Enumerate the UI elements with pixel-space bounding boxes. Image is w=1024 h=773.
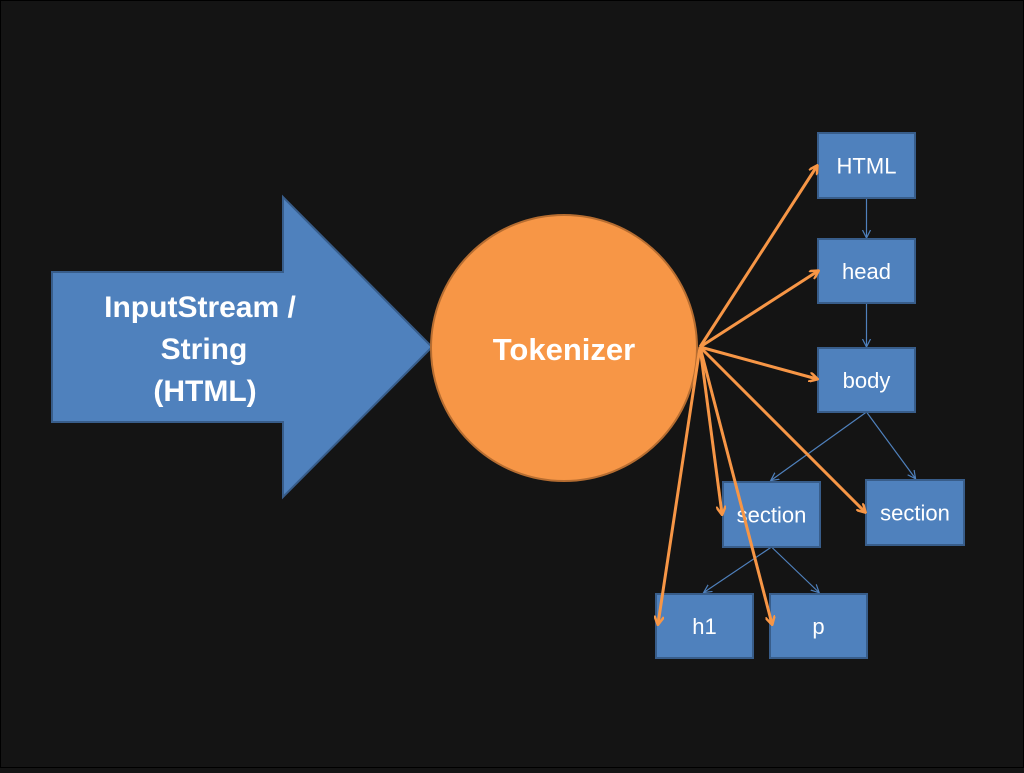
- node-box-h1: [655, 593, 754, 659]
- tokenizer-circle: [430, 214, 698, 482]
- token-arrows: [658, 166, 865, 624]
- node-body: body: [817, 347, 916, 413]
- node-box-html: [817, 132, 916, 199]
- input-arrow-line-3: (HTML): [153, 375, 256, 408]
- node-label-p: p: [812, 614, 824, 639]
- node-box-p: [769, 593, 868, 659]
- token-arrow-head: [699, 271, 818, 349]
- dom-tree-nodes: HTML head body section section h1 p: [655, 132, 965, 659]
- token-arrow-h1: [658, 346, 702, 624]
- input-arrow-shape: [51, 194, 434, 500]
- tree-edge-section1-h1: [705, 546, 772, 592]
- input-stream-arrow: InputStream / String (HTML): [51, 194, 434, 500]
- node-label-html: HTML: [837, 154, 897, 179]
- input-arrow-line-2: String: [161, 333, 248, 366]
- tree-edges: [705, 198, 916, 592]
- node-head: head: [817, 238, 916, 304]
- tree-edge-body-section1: [772, 411, 867, 480]
- input-arrow-line-1: InputStream /: [104, 291, 296, 324]
- token-arrow-body: [699, 345, 817, 379]
- token-arrow-section2: [698, 345, 865, 512]
- node-label-head: head: [842, 259, 891, 284]
- node-box-head: [817, 238, 916, 304]
- node-box-body: [817, 347, 916, 413]
- tokenizer-label: Tokenizer: [493, 332, 635, 367]
- tree-edge-body-section2: [866, 411, 916, 478]
- token-arrow-html: [698, 166, 817, 348]
- node-section2: section: [865, 479, 965, 546]
- token-arrow-p: [698, 346, 772, 624]
- node-label-section2: section: [880, 501, 950, 526]
- tokenizer-node: Tokenizer: [430, 214, 698, 482]
- tree-edge-section1-p: [771, 546, 819, 592]
- node-html: HTML: [817, 132, 916, 199]
- node-label-body: body: [843, 368, 891, 393]
- node-p: p: [769, 593, 868, 659]
- node-label-section1: section: [737, 503, 807, 528]
- token-arrow-section1: [698, 346, 722, 514]
- node-label-h1: h1: [692, 614, 716, 639]
- node-h1: h1: [655, 593, 754, 659]
